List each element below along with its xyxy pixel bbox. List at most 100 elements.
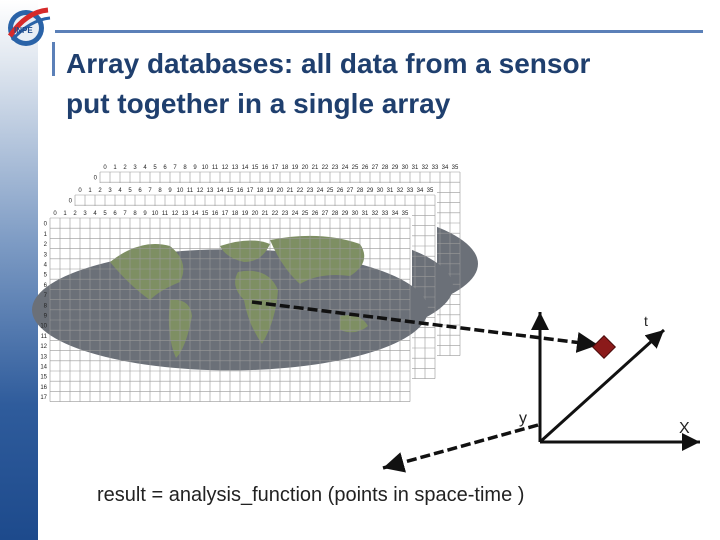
col-label: 5 <box>128 188 132 194</box>
t-axis <box>538 328 666 444</box>
col-label: 29 <box>367 188 374 194</box>
col-label: 6 <box>113 211 117 217</box>
col-label: 17 <box>272 165 279 171</box>
col-label: 27 <box>372 165 379 171</box>
col-label: 15 <box>202 211 209 217</box>
col-label: 30 <box>377 188 384 194</box>
row-label: 0 <box>44 222 48 228</box>
col-label: 6 <box>138 188 142 194</box>
col-label: 7 <box>148 188 152 194</box>
col-label: 35 <box>402 211 409 217</box>
row-label: 6 <box>44 283 48 289</box>
col-label: 14 <box>192 211 199 217</box>
col-label: 22 <box>297 188 304 194</box>
col-label: 2 <box>98 188 102 194</box>
col-label: 16 <box>212 211 219 217</box>
col-label: 25 <box>352 165 359 171</box>
col-label: 4 <box>118 188 122 194</box>
col-label: 21 <box>287 188 294 194</box>
col-label: 10 <box>202 165 209 171</box>
col-label: 18 <box>232 211 239 217</box>
col-label: 0 <box>78 188 82 194</box>
col-label: 35 <box>427 188 434 194</box>
col-label: 27 <box>347 188 354 194</box>
col-label: 21 <box>262 211 269 217</box>
row-label: 5 <box>44 273 48 279</box>
col-label: 22 <box>322 165 329 171</box>
row-label: 0 <box>94 176 98 182</box>
col-label: 0 <box>53 211 57 217</box>
col-label: 7 <box>123 211 127 217</box>
col-label: 17 <box>222 211 229 217</box>
col-label: 33 <box>432 165 439 171</box>
spacetime-point <box>591 334 617 360</box>
col-label: 26 <box>362 165 369 171</box>
col-label: 26 <box>312 211 319 217</box>
row-label: 2 <box>44 242 48 248</box>
row-label: 12 <box>40 344 47 350</box>
col-label: 11 <box>162 211 169 217</box>
col-label: 26 <box>337 188 344 194</box>
row-label: 11 <box>41 334 48 340</box>
x-axis-label: X <box>679 420 690 437</box>
grid-lines <box>49 217 411 402</box>
col-label: 1 <box>63 211 67 217</box>
row-label: 7 <box>44 293 48 299</box>
col-label: 31 <box>362 211 369 217</box>
col-label: 2 <box>123 165 127 171</box>
col-label: 24 <box>342 165 349 171</box>
row-label: 1 <box>44 232 48 238</box>
col-label: 22 <box>272 211 279 217</box>
title-rule-horizontal <box>55 30 703 33</box>
col-label: 15 <box>227 188 234 194</box>
col-label: 28 <box>332 211 339 217</box>
t-axis-label: t <box>644 313 648 329</box>
col-label: 12 <box>197 188 204 194</box>
col-label: 2 <box>73 211 77 217</box>
col-label: 3 <box>108 188 112 194</box>
col-label: 9 <box>143 211 147 217</box>
col-label: 30 <box>352 211 359 217</box>
col-label: 8 <box>158 188 162 194</box>
col-label: 32 <box>372 211 379 217</box>
col-label: 23 <box>307 188 314 194</box>
col-label: 3 <box>83 211 87 217</box>
col-label: 23 <box>332 165 339 171</box>
row-label: 10 <box>40 324 47 330</box>
title-rule-vertical <box>52 42 55 76</box>
col-label: 13 <box>182 211 189 217</box>
row-label: 16 <box>40 385 47 391</box>
col-label: 20 <box>277 188 284 194</box>
col-label: 33 <box>382 211 389 217</box>
row-label: 4 <box>44 262 48 268</box>
col-label: 21 <box>312 165 319 171</box>
title-line-1: Array databases: all data from a sensor <box>66 48 591 79</box>
col-label: 20 <box>302 165 309 171</box>
row-label: 8 <box>44 303 48 309</box>
col-label: 16 <box>237 188 244 194</box>
sidebar-gradient <box>0 0 38 540</box>
row-label: 15 <box>40 375 47 381</box>
continents <box>110 235 368 358</box>
col-label: 4 <box>143 165 147 171</box>
col-label: 8 <box>133 211 137 217</box>
col-label: 6 <box>163 165 167 171</box>
title-line-2: put together in a single array <box>66 88 451 119</box>
inpe-logo: INPE <box>7 7 51 46</box>
col-label: 24 <box>317 188 324 194</box>
col-label: 32 <box>397 188 404 194</box>
col-label: 31 <box>387 188 394 194</box>
col-label: 0 <box>103 165 107 171</box>
col-label: 25 <box>327 188 334 194</box>
col-label: 35 <box>452 165 459 171</box>
col-label: 10 <box>177 188 184 194</box>
col-label: 31 <box>412 165 419 171</box>
col-label: 19 <box>267 188 274 194</box>
col-label: 24 <box>292 211 299 217</box>
col-label: 1 <box>113 165 117 171</box>
col-label: 18 <box>257 188 264 194</box>
col-label: 14 <box>217 188 224 194</box>
row-label: 0 <box>69 199 73 205</box>
row-label: 3 <box>44 252 48 258</box>
